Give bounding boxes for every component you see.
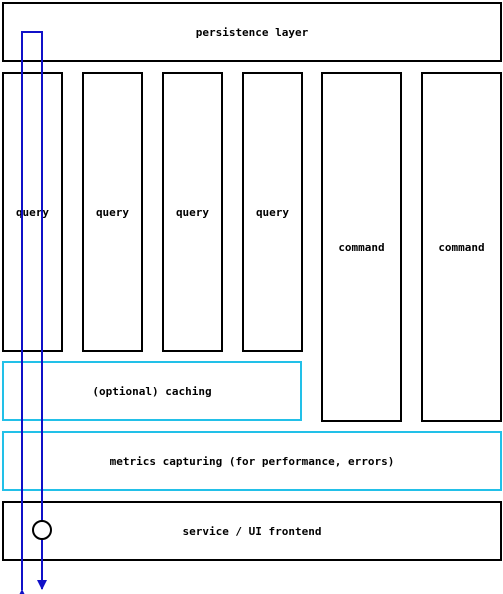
query-box-1: query bbox=[2, 72, 63, 352]
command-label-2: command bbox=[438, 240, 485, 254]
query-label-1: query bbox=[15, 205, 50, 219]
query-label-2: query bbox=[95, 205, 130, 219]
frontend-layer-label: service / UI frontend bbox=[182, 524, 322, 538]
caching-layer-label: (optional) caching bbox=[92, 384, 212, 398]
query-label-3: query bbox=[175, 205, 210, 219]
command-label-1: command bbox=[338, 240, 385, 254]
caching-layer-box: (optional) caching bbox=[2, 361, 302, 421]
query-box-4: query bbox=[242, 72, 303, 352]
command-box-1: command bbox=[321, 72, 402, 422]
persistence-layer-box: persistence layer bbox=[2, 2, 502, 62]
command-box-2: command bbox=[421, 72, 502, 422]
metrics-layer-label: metrics capturing (for performance, erro… bbox=[109, 454, 395, 468]
persistence-layer-label: persistence layer bbox=[195, 25, 309, 39]
metrics-layer-box: metrics capturing (for performance, erro… bbox=[2, 431, 502, 491]
query-box-3: query bbox=[162, 72, 223, 352]
frontend-layer-box: service / UI frontend bbox=[2, 501, 502, 561]
query-label-4: query bbox=[255, 205, 290, 219]
query-box-2: query bbox=[82, 72, 143, 352]
